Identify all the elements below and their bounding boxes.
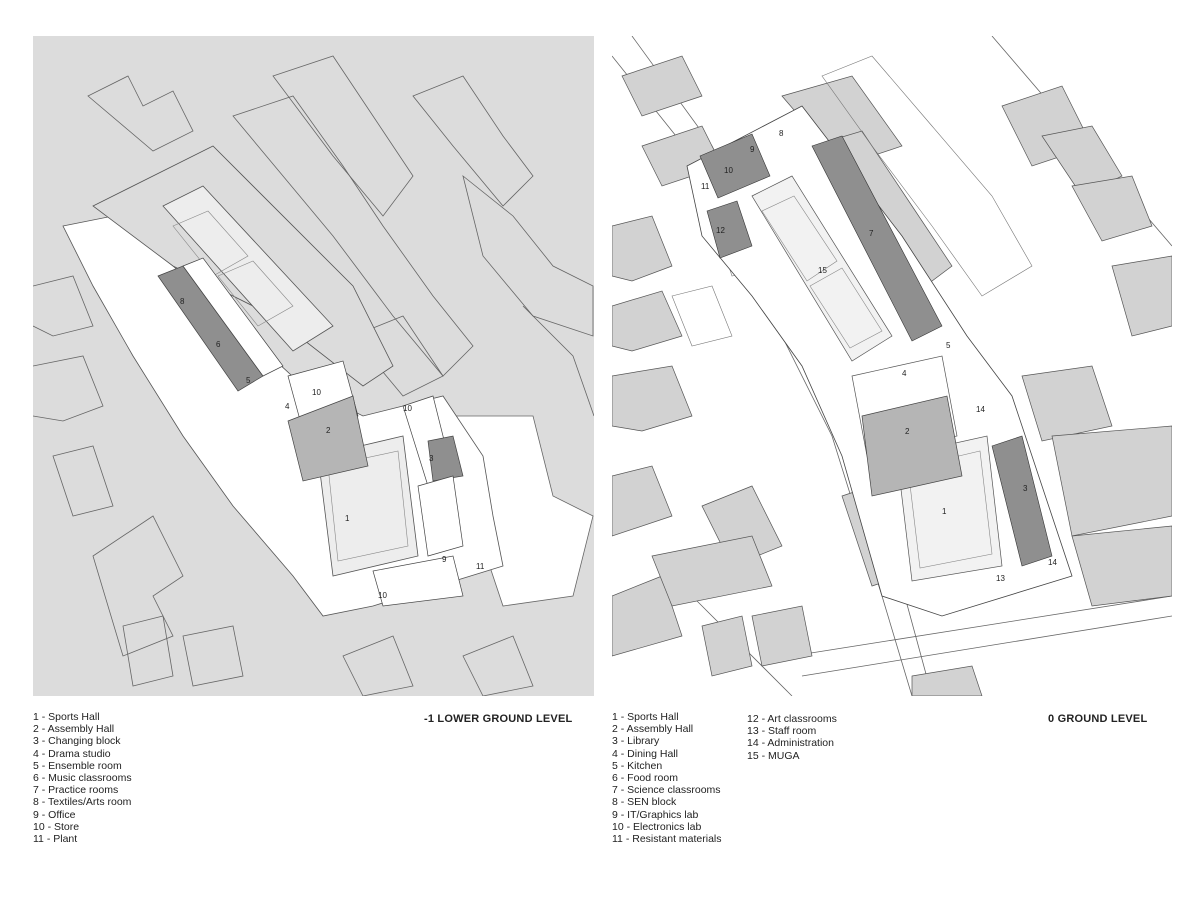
- plan-label: 2: [326, 426, 331, 435]
- legend-item: 14 - Administration: [747, 737, 834, 750]
- legend-item: 8 - SEN block: [612, 796, 677, 809]
- lower-level-title: -1 LOWER GROUND LEVEL: [424, 713, 573, 725]
- ground-level-plan: 1 2 3 4 5 7 8 9 10 11 12 13 14 14 15: [612, 36, 1172, 696]
- ground-level-plan-drawing: 1 2 3 4 5 7 8 9 10 11 12 13 14 14 15: [612, 36, 1172, 696]
- plan-label: 9: [442, 555, 447, 564]
- legend-item: 9 - Office: [33, 808, 76, 821]
- lower-ground-plan: 1 2 3 4 5 6 8 9 10 10 10 11: [33, 36, 594, 696]
- legend-item: 5 - Ensemble room: [33, 759, 122, 772]
- legend-item: 4 - Dining Hall: [612, 747, 678, 760]
- legend-item: 2 - Assembly Hall: [33, 723, 115, 736]
- legend-item: 12 - Art classrooms: [747, 713, 837, 725]
- legend-item: 5 - Kitchen: [612, 759, 663, 772]
- halls: [751, 175, 1003, 582]
- plan-label: 13: [996, 574, 1005, 583]
- legend-item: 9 - IT/Graphics lab: [612, 808, 699, 821]
- plan-label: 10: [403, 404, 412, 413]
- plan-label: 12: [716, 226, 725, 235]
- plan-label: 11: [476, 562, 485, 571]
- legend-item: 2 - Assembly Hall: [612, 723, 694, 736]
- ground-level-title: 0 GROUND LEVEL: [1048, 713, 1148, 725]
- plan-label: 3: [429, 454, 434, 463]
- legend-item: 7 - Practice rooms: [33, 784, 119, 797]
- plan-label: 1: [345, 514, 350, 523]
- legend-item: 7 - Science classrooms: [612, 784, 721, 797]
- legend-item: 6 - Food room: [612, 772, 678, 785]
- ground-level-legend-col1: 1 - Sports Hall 2 - Assembly Hall 3 - Li…: [612, 711, 722, 845]
- plan-label: 3: [1023, 484, 1028, 493]
- legend-item: 10 - Store: [33, 820, 80, 833]
- building-wings: [157, 257, 464, 607]
- plan-label: 7: [869, 229, 874, 238]
- plan-label: 4: [285, 402, 290, 411]
- plan-label: 2: [905, 427, 910, 436]
- plan-label: 10: [378, 591, 387, 600]
- plan-label: 14: [1048, 558, 1057, 567]
- plan-label: 1: [942, 507, 947, 516]
- plan-label: 8: [180, 297, 185, 306]
- legend-item: 10 - Electronics lab: [612, 820, 702, 833]
- plan-label: 4: [902, 369, 907, 378]
- plan-label: 5: [946, 341, 951, 350]
- ground-plan-room-labels: 1 2 3 4 5 7 8 9 10 11 12 13 14 14 15: [701, 129, 1057, 583]
- legend-item: 1 - Sports Hall: [33, 711, 100, 723]
- plan-label: 10: [724, 166, 733, 175]
- ground-level-legend-col2: 12 - Art classrooms 13 - Staff room 14 -…: [747, 713, 837, 762]
- legend-item: 13 - Staff room: [747, 725, 817, 738]
- lower-level-legend: 1 - Sports Hall 2 - Assembly Hall 3 - Ch…: [33, 711, 132, 845]
- plan-label: 9: [750, 145, 755, 154]
- plan-label: 10: [312, 388, 321, 397]
- legend-item: 6 - Music classrooms: [33, 772, 132, 785]
- legend-item: 11 - Resistant materials: [612, 833, 722, 846]
- plan-label: 14: [976, 405, 985, 414]
- legend-item: 11 - Plant: [33, 833, 78, 846]
- highlighted-wings: [699, 133, 1053, 567]
- legend-item: 4 - Drama studio: [33, 747, 111, 760]
- legend-item: 8 - Textiles/Arts room: [33, 796, 132, 809]
- legend-item: 1 - Sports Hall: [612, 711, 679, 723]
- lower-ground-plan-drawing: 1 2 3 4 5 6 8 9 10 10 10 11: [33, 36, 594, 696]
- legend-item: 3 - Library: [612, 735, 660, 748]
- legend-item: 3 - Changing block: [33, 735, 121, 748]
- plan-label: 11: [701, 182, 710, 191]
- plan-label: 15: [818, 266, 827, 275]
- lower-plan-room-labels: 1 2 3 4 5 6 8 9 10 10 10 11: [180, 297, 485, 600]
- plan-label: 8: [779, 129, 784, 138]
- plan-label: 6: [216, 340, 221, 349]
- legend-item: 15 - MUGA: [747, 749, 800, 762]
- plan-label: 5: [246, 376, 251, 385]
